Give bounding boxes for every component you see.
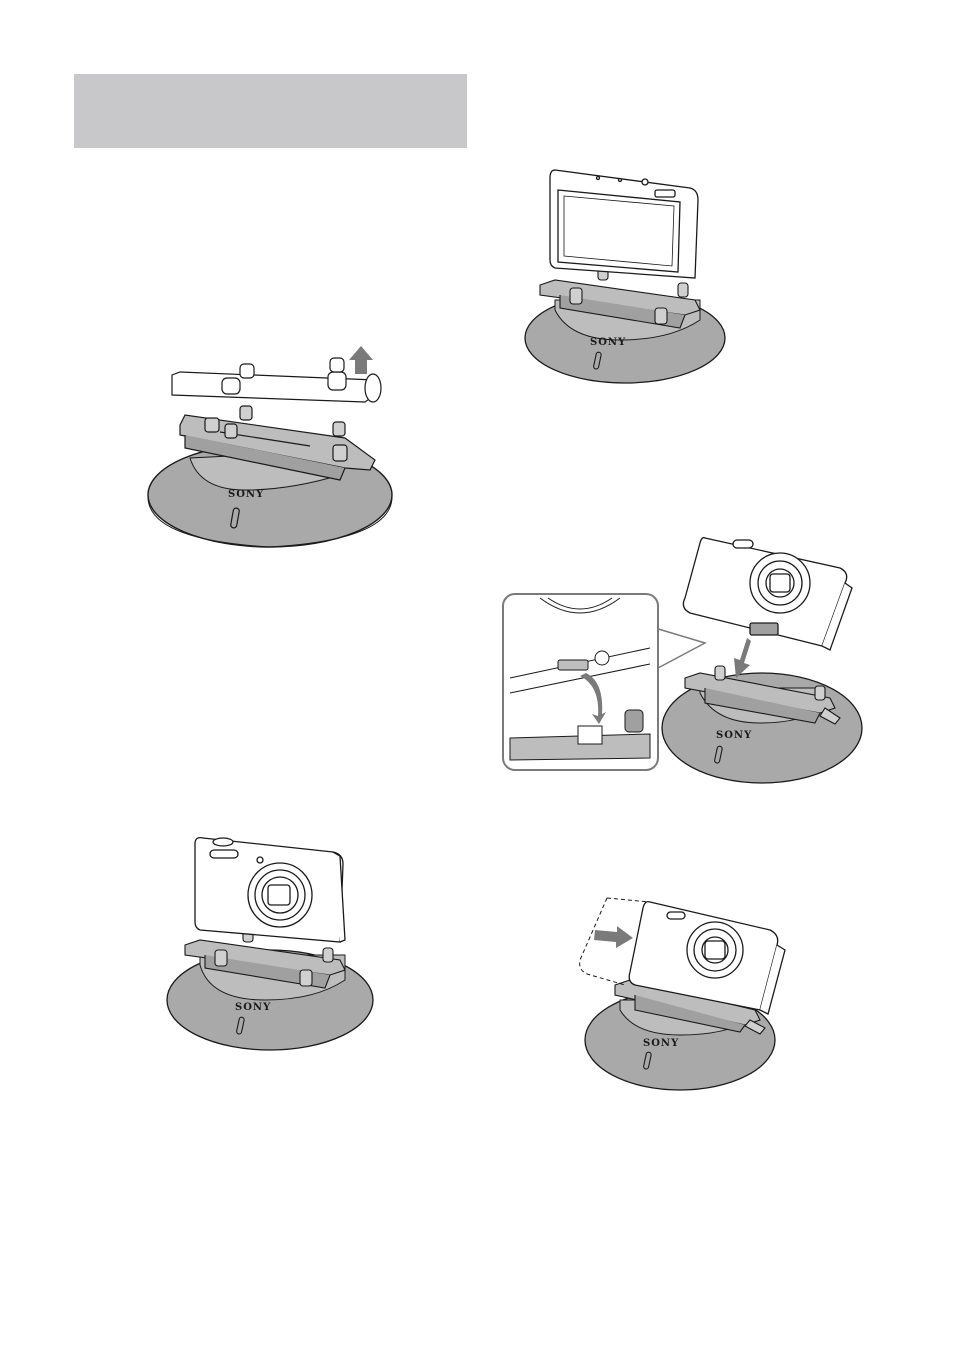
section-header-bar [74, 74, 467, 148]
arrow-right-icon [594, 926, 633, 948]
figure-camera-mount-detail: SONY [500, 528, 870, 788]
figure-camera-tilted-into-holder: SONY [575, 890, 795, 1095]
clamp-bar [172, 358, 381, 402]
sony-logo: SONY [716, 730, 752, 741]
camera-front [195, 838, 345, 942]
camera-lowering [683, 538, 852, 650]
sony-logo: SONY [228, 489, 264, 500]
sony-logo: SONY [235, 1002, 271, 1013]
figure-camera-back-on-base: SONY [520, 160, 740, 390]
arrow-up-icon [349, 346, 373, 374]
figure-camera-front-on-base: SONY [165, 830, 380, 1055]
arrow-down-icon [734, 638, 751, 678]
sony-logo: SONY [590, 337, 626, 348]
sony-logo: SONY [643, 1038, 679, 1049]
camera-back [550, 170, 698, 278]
figure-clamp-removal: SONY [140, 340, 410, 555]
